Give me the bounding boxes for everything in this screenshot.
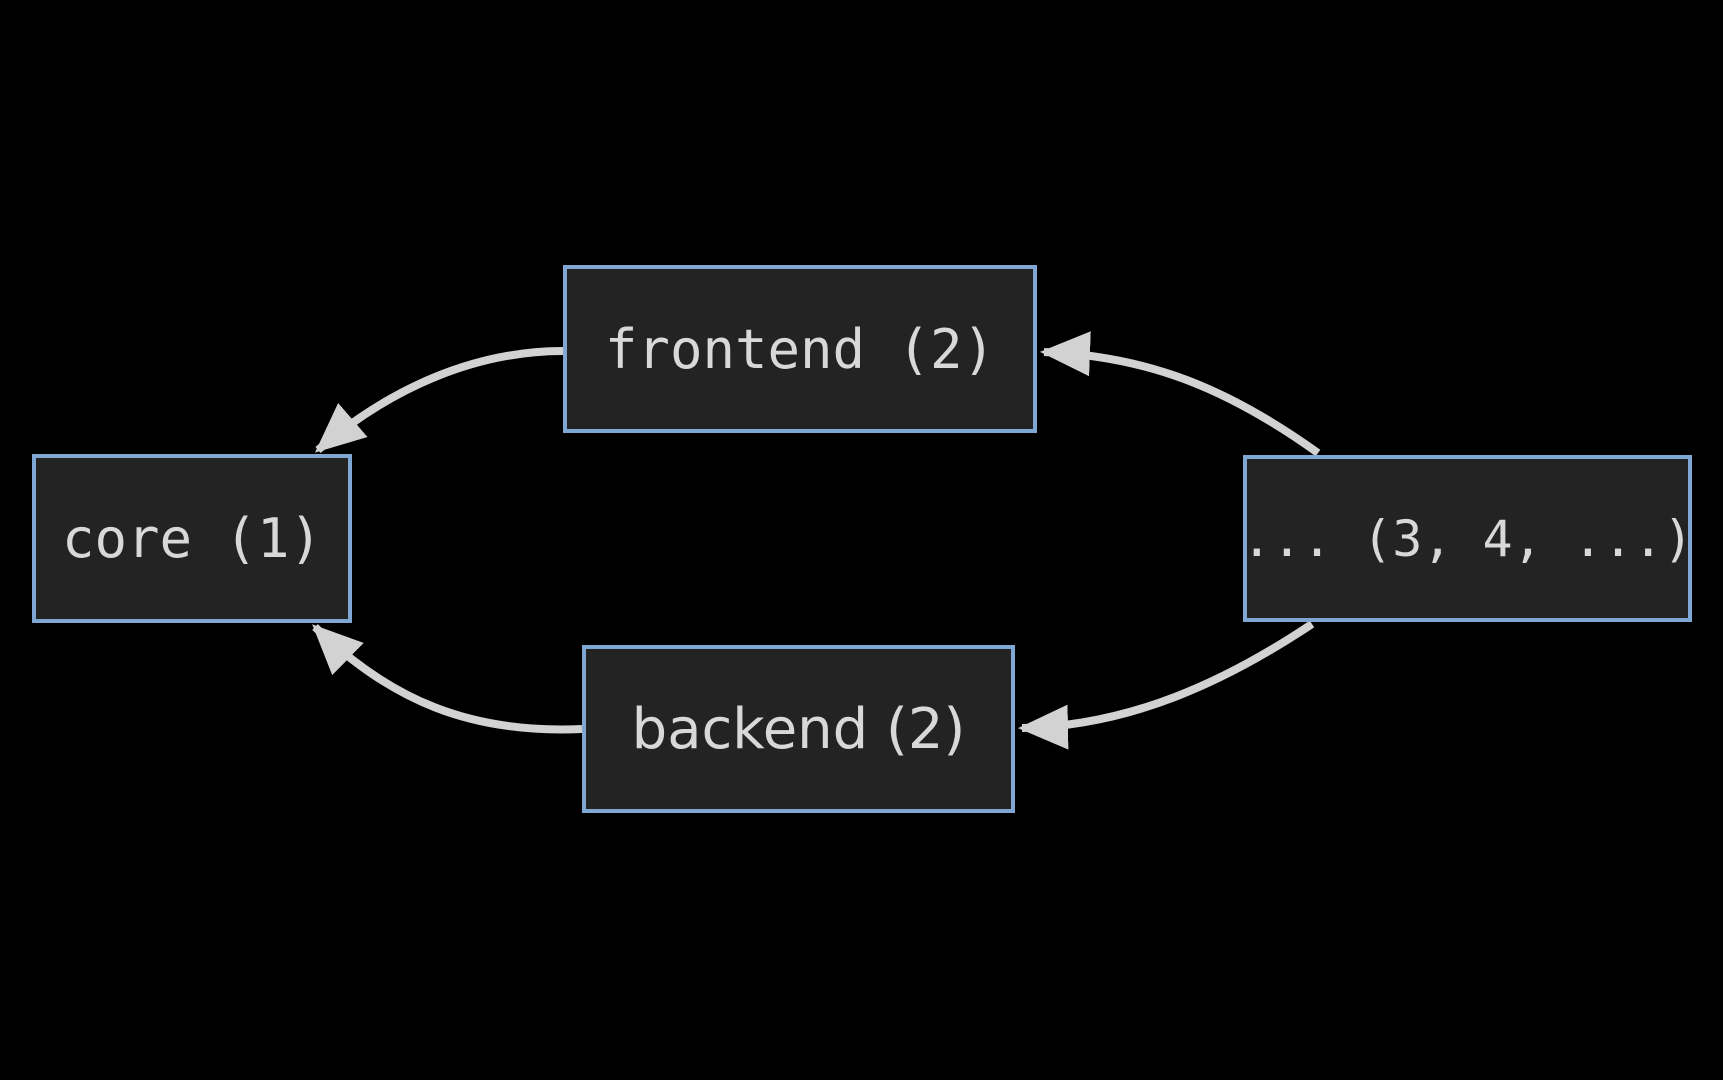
edge-frontend-to-core	[314, 347, 564, 454]
node-others: ... (3, 4, ...)	[1241, 455, 1694, 622]
node-backend-label: backend (2)	[631, 696, 966, 762]
node-core: core (1)	[32, 454, 352, 623]
node-others-label: ... (3, 4, ...)	[1241, 509, 1694, 568]
edge-others-to-frontend	[1040, 331, 1321, 457]
edge-backend-to-core	[312, 624, 583, 734]
node-core-label: core (1)	[61, 507, 323, 570]
node-backend: backend (2)	[582, 645, 1015, 813]
node-frontend-label: frontend (2)	[604, 317, 996, 381]
edge-others-to-backend	[1018, 620, 1315, 750]
node-frontend: frontend (2)	[563, 265, 1037, 433]
